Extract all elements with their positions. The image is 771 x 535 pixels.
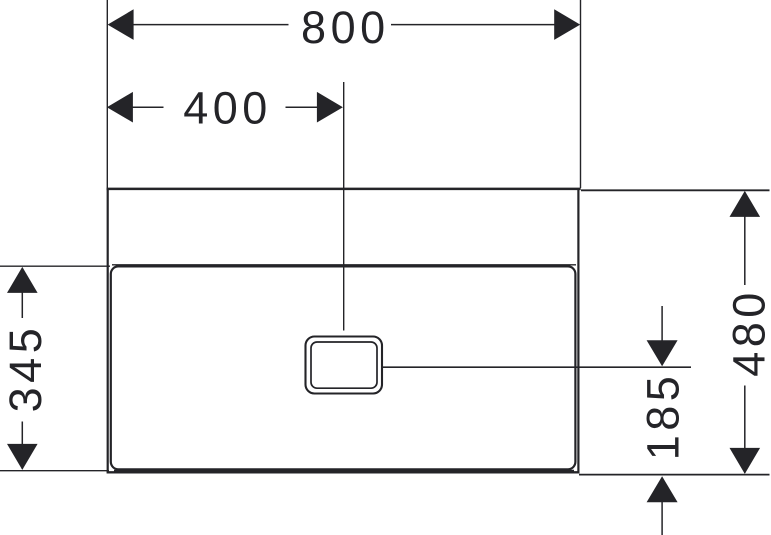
svg-text:480: 480: [723, 288, 771, 377]
svg-text:800: 800: [301, 2, 390, 53]
svg-text:400: 400: [183, 83, 272, 134]
svg-text:185: 185: [638, 372, 689, 461]
svg-text:345: 345: [0, 324, 51, 413]
